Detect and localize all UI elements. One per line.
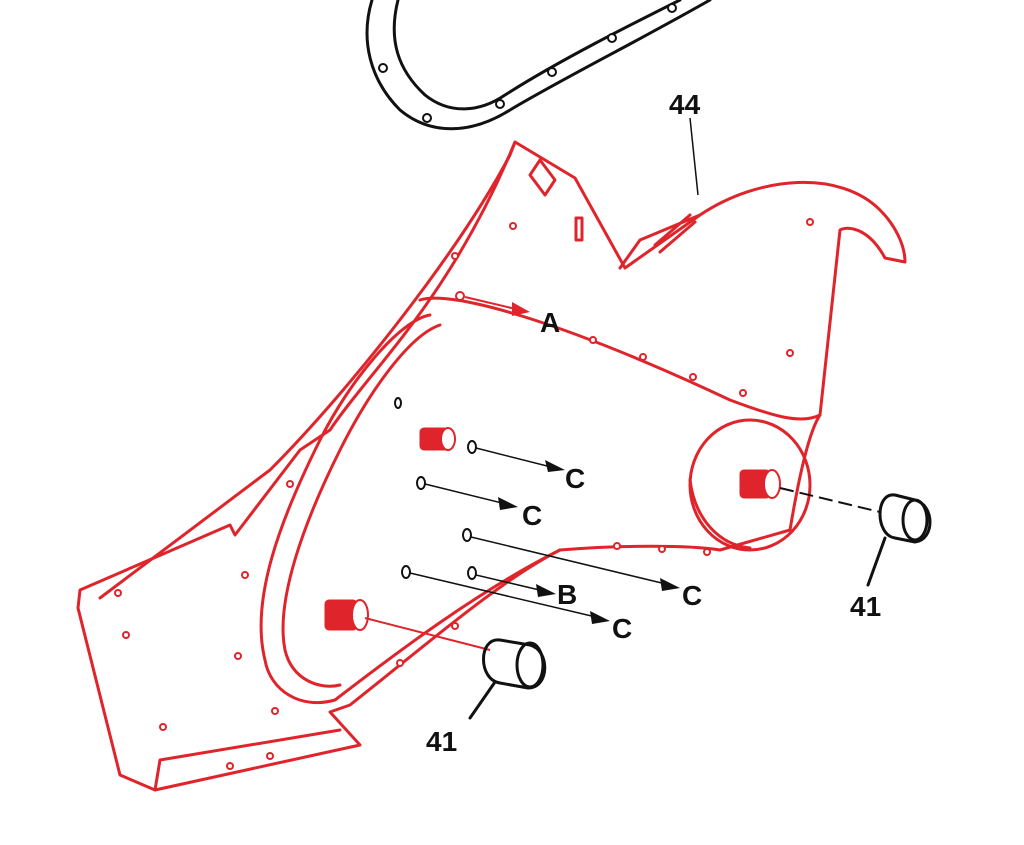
part-label-41: 41 bbox=[850, 591, 881, 622]
bolt-arrows bbox=[394, 117, 699, 624]
callout-b: B bbox=[557, 579, 577, 610]
callout-a: A bbox=[540, 307, 560, 338]
bearing-right bbox=[866, 493, 932, 587]
callout-c: C bbox=[565, 463, 585, 494]
callout-c: C bbox=[682, 580, 702, 611]
sprocket-upper bbox=[419, 427, 456, 451]
callout-c: C bbox=[612, 613, 632, 644]
part-label-44: 44 bbox=[669, 89, 701, 120]
sprocket-right bbox=[739, 469, 781, 499]
part-label-41: 41 bbox=[426, 726, 457, 757]
sprocket-lower bbox=[324, 599, 369, 631]
chain-case-housing bbox=[76, 140, 907, 792]
gasket bbox=[365, 0, 712, 131]
callout-c: C bbox=[522, 500, 542, 531]
bearing-left bbox=[468, 638, 547, 720]
